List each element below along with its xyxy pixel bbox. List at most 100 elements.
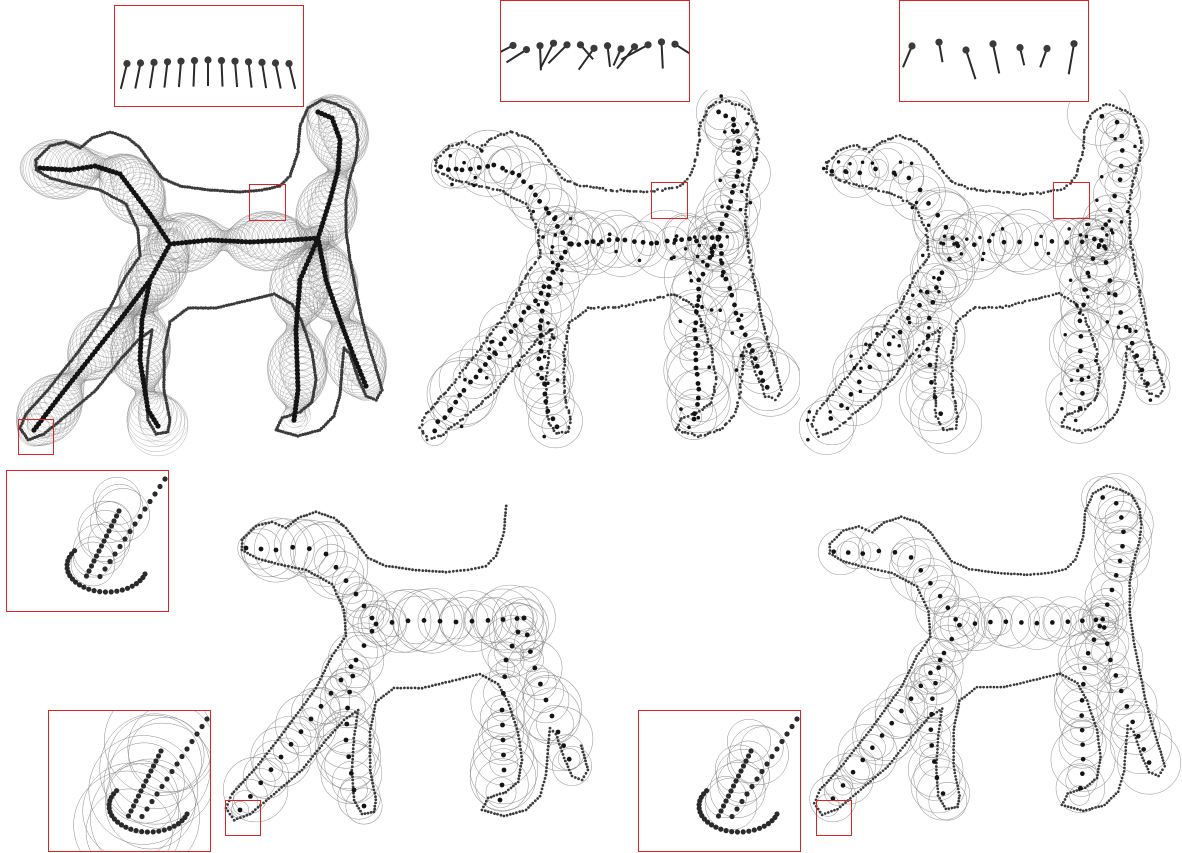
outline-point [1132,563,1135,566]
medial-ball-icon [529,184,570,225]
outline-point [1079,688,1082,691]
skeleton-point-icon [702,235,707,240]
outline-point [1090,712,1093,715]
outline-point [1097,805,1100,808]
skeleton-point-icon [897,344,901,348]
outline-point [1144,762,1147,765]
medial-ball-icon [699,211,744,256]
skeleton-point-icon [853,366,857,370]
skeleton-point-icon [654,241,659,246]
outline-point [1162,383,1165,386]
outline-point [1123,770,1126,773]
outline-point [1099,755,1102,758]
outline-point [233,790,236,793]
outline-point [344,216,347,219]
outline-point [940,714,943,717]
outline-point [1139,149,1142,152]
outline-point [965,566,968,569]
outline-point [1139,137,1142,140]
outline-point [873,723,876,726]
skeleton-point-icon [906,316,911,321]
skeleton-point-icon [909,555,914,560]
outline-point [950,372,953,375]
medial-ball-layer [421,90,800,448]
medial-ball-layer [16,95,386,456]
outline-point [261,559,264,562]
outline-point [939,327,942,330]
outline-point [1131,494,1134,497]
outline-point [1106,802,1109,805]
outline-point [713,431,716,434]
outline-point [1123,387,1126,390]
outline-point [111,131,114,134]
outline-point [953,772,956,775]
outline-point [770,355,773,358]
outline-point [1037,573,1040,576]
outline-point [1130,620,1133,623]
outline-point [1096,427,1099,430]
skeleton-point-icon [960,252,964,256]
skeleton-point-icon [478,368,483,373]
outline-point [538,235,541,238]
skeleton-point-icon [917,303,922,308]
skeleton-point-icon [498,798,503,803]
outline-point [870,399,873,402]
outline-point [281,525,284,528]
outline-point [1036,678,1039,681]
skeleton-point-icon [551,245,555,249]
outline-point [489,393,492,396]
outline-point [842,763,845,766]
outline-point [1091,807,1094,810]
outline-point [1086,699,1089,702]
outline-point [873,568,876,571]
outline-point [830,777,833,780]
outline-point [954,405,957,408]
outline-point-layer [813,485,1166,817]
outline-point [1133,259,1136,262]
skeleton-point-icon [690,279,694,283]
outline-point [1094,806,1097,809]
skeleton-point-icon [546,382,550,386]
outline-point [503,378,506,381]
outline-point [1129,578,1132,581]
medial-ball-icon [721,312,778,369]
outline-point [478,566,481,569]
outline-point [321,513,324,516]
outline-point [948,428,951,431]
outline-point [1079,308,1082,311]
skeleton-point-icon [488,347,492,351]
outline-point [998,191,1001,194]
skeleton-point-icon [1087,275,1091,279]
outline-point [1078,548,1081,551]
outline-point [870,567,873,570]
outline-point [883,325,886,328]
outline-point [1138,668,1141,671]
outline-point [296,148,299,151]
outline-point [753,121,756,124]
skeleton-point-icon [1079,713,1084,718]
outline-point [1129,113,1132,116]
outline-point [349,261,352,264]
outline-point [329,734,332,737]
outline-point [831,774,834,777]
outline-point [341,366,344,369]
skeleton-point-icon [1092,237,1097,242]
outline-point [1026,573,1029,576]
outline-point [928,623,931,626]
outline-point [59,142,62,145]
skeleton-point-icon [710,235,715,240]
outline-point [747,186,750,189]
outline-point [498,686,501,689]
skeleton-point-icon [978,236,982,240]
outline-point [920,649,923,652]
outline-point [1083,526,1086,529]
outline-point [525,809,528,812]
outline-point [502,534,505,537]
outline-point [356,716,359,719]
outline-point [987,306,990,309]
outline-point [355,719,358,722]
outline-point [503,531,506,534]
outline-point [278,788,281,791]
medial-ball-icon [831,149,879,197]
outline-point [1042,191,1045,194]
